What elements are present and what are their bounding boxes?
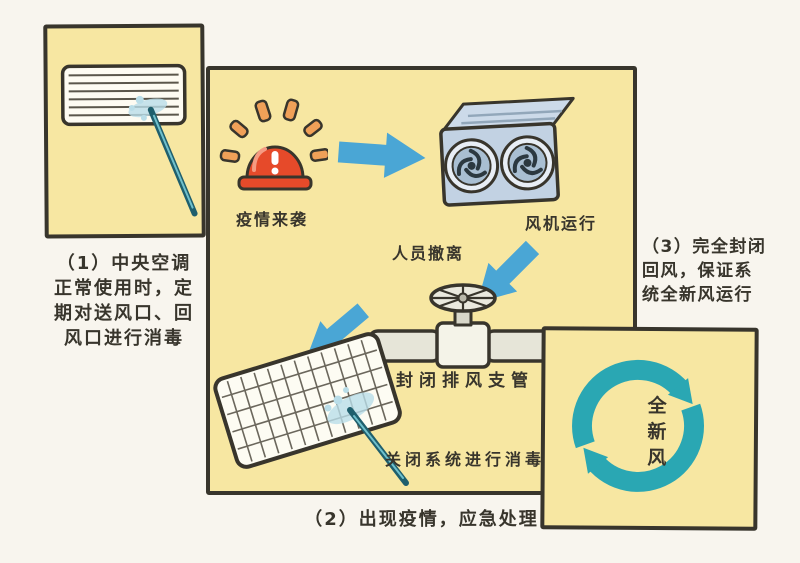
caption-step1-line2: 正常使用时，定 bbox=[54, 278, 194, 299]
panel-normal-operation bbox=[43, 23, 206, 239]
air-vent-spray-icon bbox=[60, 63, 198, 217]
caption-step2: （2）出现疫情，应急处理 bbox=[304, 509, 539, 530]
caption-step3-line2: 回风，保证系 bbox=[642, 261, 753, 281]
exhaust-valve-icon bbox=[367, 283, 557, 369]
label-epidemic-strikes: 疫情来袭 bbox=[236, 210, 309, 229]
label-personnel-evacuate: 人员撤离 bbox=[392, 244, 465, 263]
fresh-air-circulation-icon bbox=[572, 359, 704, 492]
label-fan-running: 风机运行 bbox=[525, 214, 598, 233]
caption-step1-line3: 期对送风口、回 bbox=[54, 303, 194, 324]
label-full-fresh-air: 全新风 bbox=[647, 394, 667, 470]
label-shutdown-disinfect: 关闭系统进行消毒 bbox=[385, 450, 546, 469]
epidemic-alarm-icon bbox=[219, 98, 328, 191]
panel-fresh-air: 全新风 bbox=[540, 326, 759, 531]
caption-step1-line1: （1）中央空调 bbox=[56, 253, 192, 274]
caption-step3: （3）完全封闭 回风，保证系 统全新风运行 bbox=[642, 235, 792, 307]
caption-step1-line4: 风口进行消毒 bbox=[64, 328, 184, 349]
flow-arrow-downleft-icon bbox=[477, 240, 540, 303]
panel-emergency-response: 疫情来袭 bbox=[206, 66, 637, 495]
caption-step3-line1: （3）完全封闭 bbox=[642, 237, 767, 257]
flow-arrow-downleft-icon bbox=[306, 303, 370, 358]
grille-disinfection-icon bbox=[213, 332, 409, 486]
caption-step1: （1）中央空调 正常使用时，定 期对送风口、回 风口进行消毒 bbox=[28, 251, 220, 351]
caption-step3-line3: 统全新风运行 bbox=[642, 285, 753, 305]
flow-arrow-right-icon bbox=[337, 132, 426, 178]
label-close-exhaust-branch: 封闭排风支管 bbox=[396, 371, 534, 391]
fan-unit-icon bbox=[439, 96, 575, 207]
